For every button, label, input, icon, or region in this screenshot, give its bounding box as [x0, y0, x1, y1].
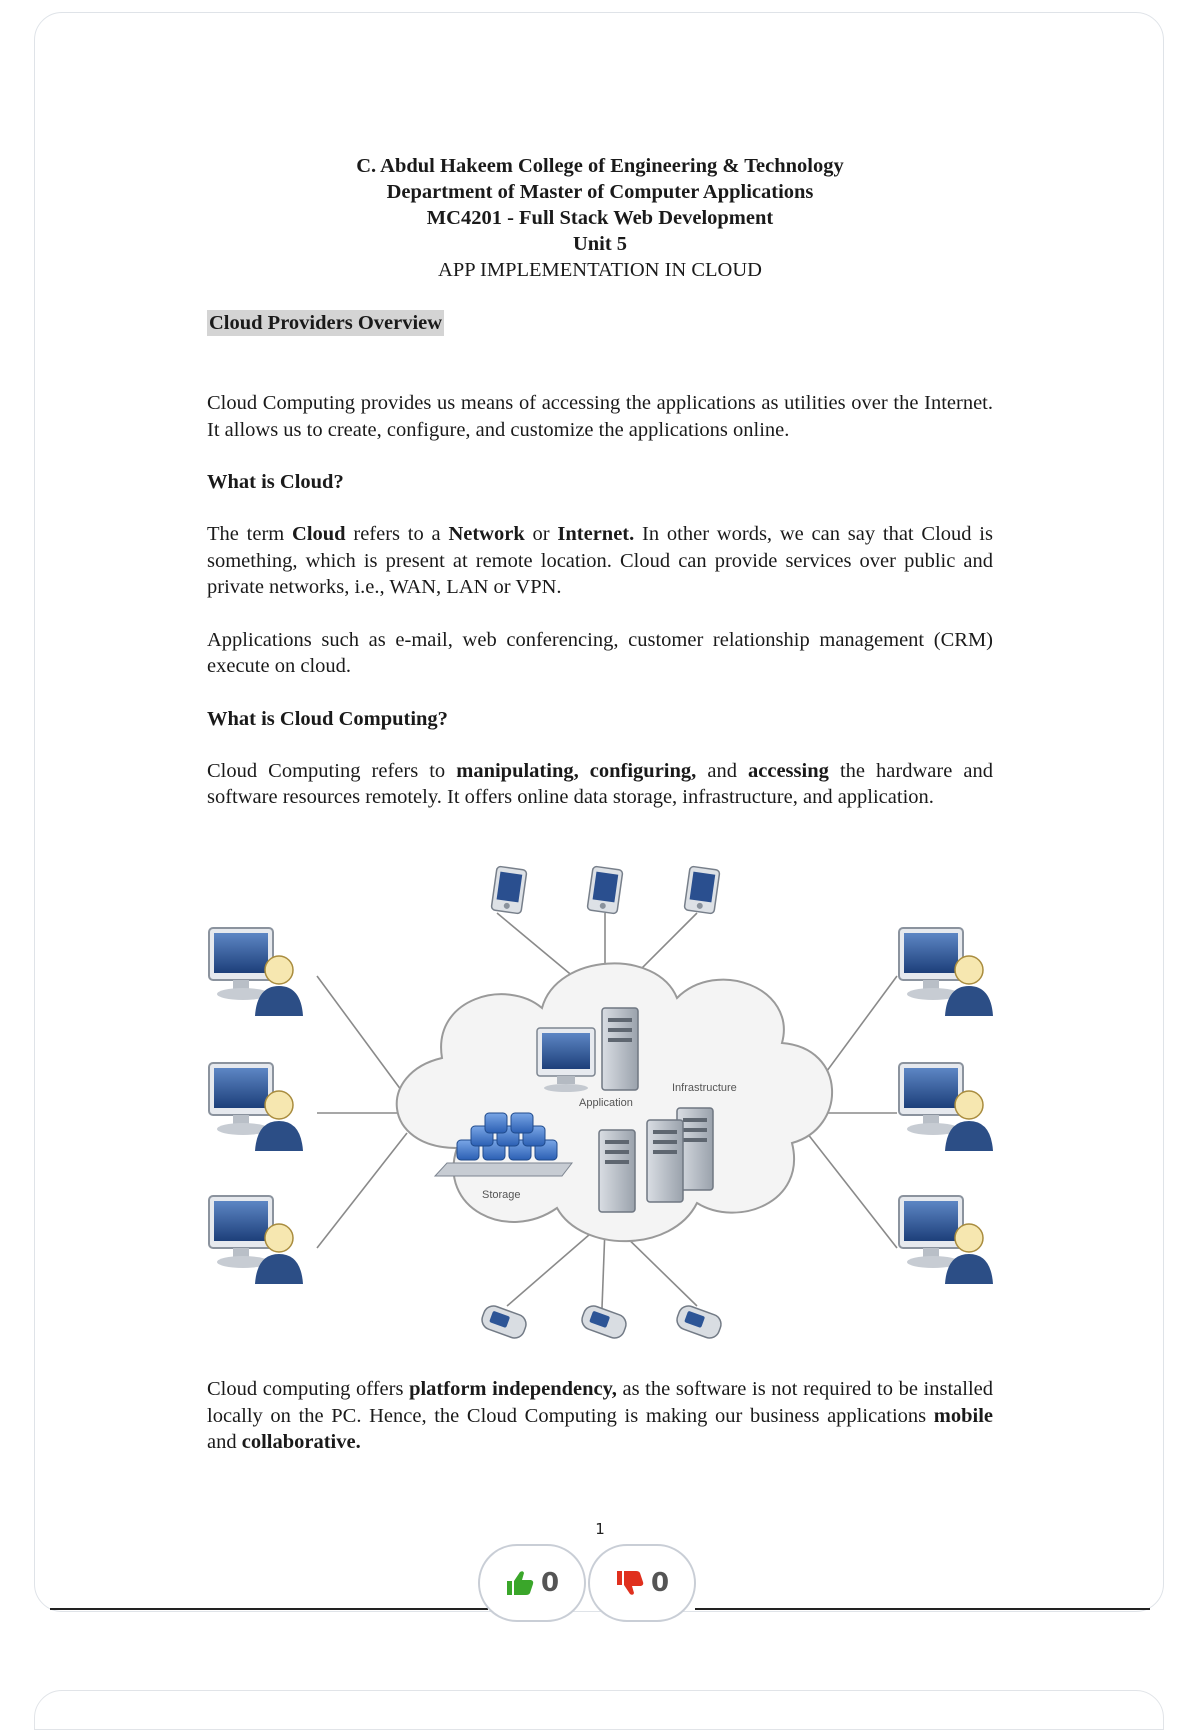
- thumbs-up-icon: [506, 1571, 534, 1595]
- page-number: 1: [595, 1520, 605, 1538]
- department-name: Department of Master of Computer Applica…: [386, 181, 814, 203]
- workstation-left-middle: [208, 1062, 304, 1152]
- course-name: MC4201 - Full Stack Web Development: [426, 207, 774, 229]
- unit-label: Unit 5: [572, 233, 628, 255]
- closing-paragraph: Cloud computing offers platform independ…: [207, 1378, 993, 1453]
- section-title: Cloud Providers Overview: [207, 310, 445, 336]
- pda-device-3: [683, 865, 721, 915]
- topic-title: APP IMPLEMENTATION IN CLOUD: [438, 259, 762, 281]
- document-content: C. Abdul Hakeem College of Engineering &…: [207, 150, 993, 811]
- document-header: C. Abdul Hakeem College of Engineering &…: [207, 153, 993, 283]
- workstation-right-middle: [898, 1062, 994, 1152]
- document-page: [34, 12, 1164, 1612]
- pda-device-1: [490, 865, 528, 915]
- workstation-right-top: [898, 927, 994, 1017]
- mobile-phone-3: [673, 1302, 725, 1342]
- what-is-cloud-heading: What is Cloud?: [207, 471, 344, 493]
- like-button[interactable]: 0: [478, 1544, 586, 1622]
- next-page-card: [34, 1690, 1164, 1730]
- page-divider-right: [695, 1608, 1150, 1610]
- cloud-definition-paragraph: The term Cloud refers to a Network or In…: [207, 523, 993, 598]
- intro-paragraph: Cloud Computing provides us means of acc…: [207, 392, 993, 441]
- like-count: 0: [540, 1568, 560, 1598]
- cloud-computing-diagram: Application Infrastructure Storage: [208, 865, 994, 1342]
- application-icon: [536, 1007, 639, 1092]
- mobile-phone-2: [578, 1302, 630, 1342]
- what-is-cloud-computing-heading: What is Cloud Computing?: [207, 707, 448, 730]
- workstation-left-top: [208, 927, 304, 1017]
- storage-icon: [433, 1112, 574, 1177]
- page-divider-left: [50, 1608, 488, 1610]
- workstation-left-bottom: [208, 1195, 304, 1285]
- infrastructure-label: Infrastructure: [672, 1082, 737, 1094]
- workstation-right-bottom: [898, 1195, 994, 1285]
- cloud-applications-paragraph: Applications such as e-mail, web confere…: [207, 628, 993, 678]
- mobile-phone-1: [478, 1302, 530, 1342]
- pda-device-2: [586, 865, 624, 915]
- dislike-count: 0: [650, 1568, 670, 1598]
- application-label: Application: [579, 1097, 633, 1109]
- dislike-button[interactable]: 0: [588, 1544, 696, 1622]
- college-name: C. Abdul Hakeem College of Engineering &…: [356, 155, 844, 177]
- thumbs-down-icon: [616, 1571, 644, 1595]
- cloud-computing-definition-paragraph: Cloud Computing refers to manipulating, …: [207, 759, 993, 809]
- storage-label: Storage: [482, 1189, 521, 1201]
